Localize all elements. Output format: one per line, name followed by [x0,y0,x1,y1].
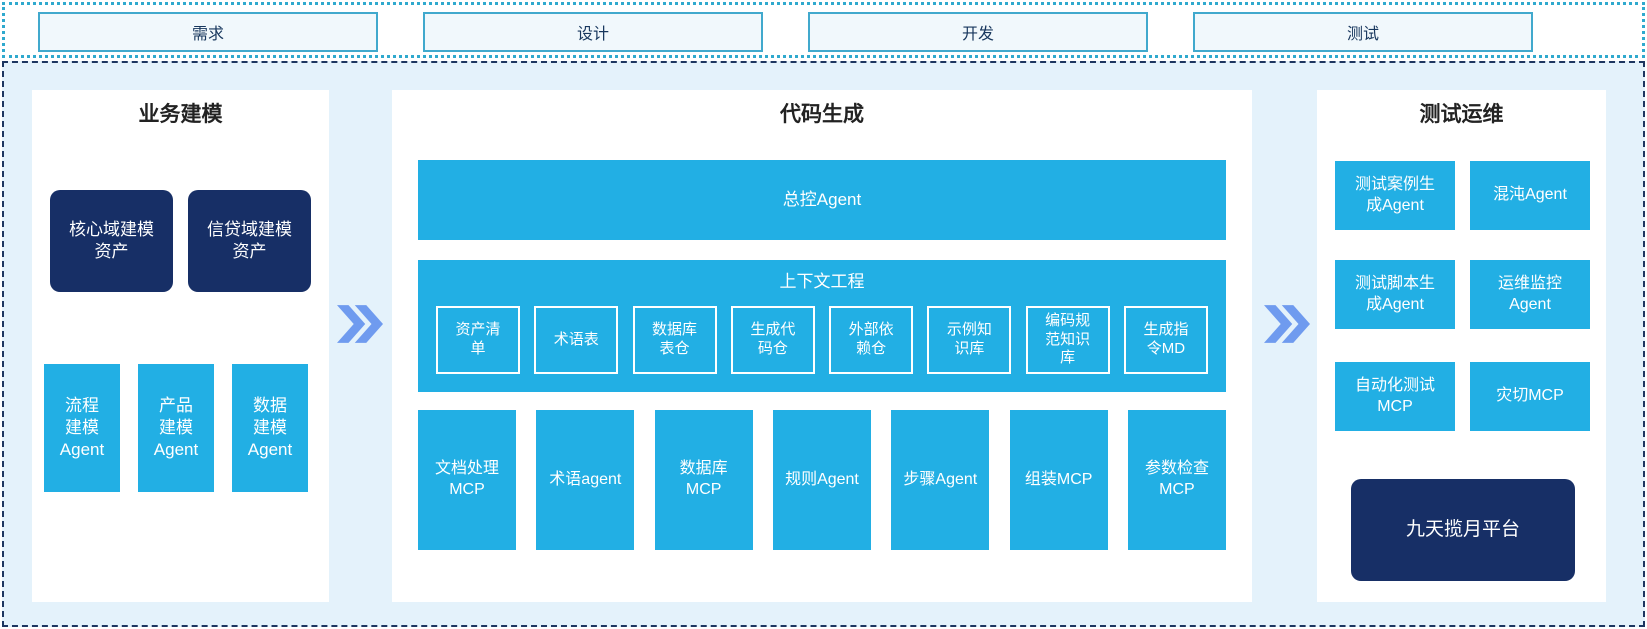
box-assembly-mcp: 组装MCP [1009,410,1108,550]
box-master-agent: 总控Agent [418,160,1226,240]
box-disaster-switch-mcp: 灾切MCP [1470,362,1590,431]
box-glossary: 术语表 [534,306,619,374]
box-generation-instr-md: 生成指 令MD [1123,306,1208,374]
box-rules-agent: 规则Agent [772,410,871,550]
box-test-case-gen-agent: 测试案例生 成Agent [1335,161,1455,230]
box-asset-list: 资产清 单 [436,306,520,374]
panel-test-ops: 测试运维 测试案例生 成Agent 混沌Agent 测试脚本生 成Agent 运… [1317,90,1606,602]
box-jiutian-lanyue-platform: 九天揽月平台 [1351,479,1575,581]
box-core-domain-assets: 核心域建模 资产 [50,190,173,292]
main-container: 业务建模 核心域建模 资产 信贷域建模 资产 流程 建模 Agent 产品 建模… [2,61,1645,627]
phase-requirements: 需求 [38,12,378,52]
box-terminology-agent: 术语agent [536,410,635,550]
box-credit-domain-assets: 信贷域建模 资产 [188,190,311,292]
box-automated-test-mcp: 自动化测试 MCP [1335,362,1455,431]
box-ops-monitoring-agent: 运维监控 Agent [1470,260,1590,329]
context-engineering-title: 上下文工程 [779,272,865,291]
box-database-mcp: 数据库 MCP [654,410,753,550]
box-chaos-agent: 混沌Agent [1470,161,1590,230]
box-generated-code-repo: 生成代 码仓 [730,306,815,374]
phase-testing: 测试 [1193,12,1533,52]
box-data-modeling-agent: 数据 建模 Agent [232,364,308,492]
panel-business-modeling: 业务建模 核心域建模 资产 信贷域建模 资产 流程 建模 Agent 产品 建模… [32,90,329,602]
panel-code-generation: 代码生成 总控Agent 上下文工程 资产清 单 术语表 数据库 表仓 生成代 … [392,90,1252,602]
box-product-modeling-agent: 产品 建模 Agent [138,364,214,492]
box-param-check-mcp: 参数检查 MCP [1127,410,1226,550]
box-test-script-gen-agent: 测试脚本生 成Agent [1335,260,1455,329]
phase-development: 开发 [808,12,1148,52]
box-example-knowledge: 示例知 识库 [927,306,1012,374]
box-external-deps-repo: 外部依 赖仓 [829,306,914,374]
box-coding-standards-kb: 编码规 范知识 库 [1025,306,1110,374]
panel-title: 代码生成 [780,103,864,126]
double-chevron-right-icon [337,305,383,343]
box-steps-agent: 步骤Agent [891,410,990,550]
box-db-table-repo: 数据库 表仓 [632,306,717,374]
box-process-modeling-agent: 流程 建模 Agent [44,364,120,492]
phase-design: 设计 [423,12,763,52]
box-doc-processing-mcp: 文档处理 MCP [418,410,516,550]
tools-row: 文档处理 MCP 术语agent 数据库 MCP 规则Agent 步骤Agent… [418,410,1226,550]
double-chevron-right-icon [1264,305,1310,343]
panel-title: 测试运维 [1419,103,1504,126]
context-items-row: 资产清 单 术语表 数据库 表仓 生成代 码仓 外部依 赖仓 示例知 识库 编码… [436,306,1208,378]
panel-title: 业务建模 [138,103,223,126]
phase-band: 需求 设计 开发 测试 [2,2,1645,58]
context-engineering-group: 上下文工程 资产清 单 术语表 数据库 表仓 生成代 码仓 外部依 赖仓 示例知… [418,260,1226,392]
